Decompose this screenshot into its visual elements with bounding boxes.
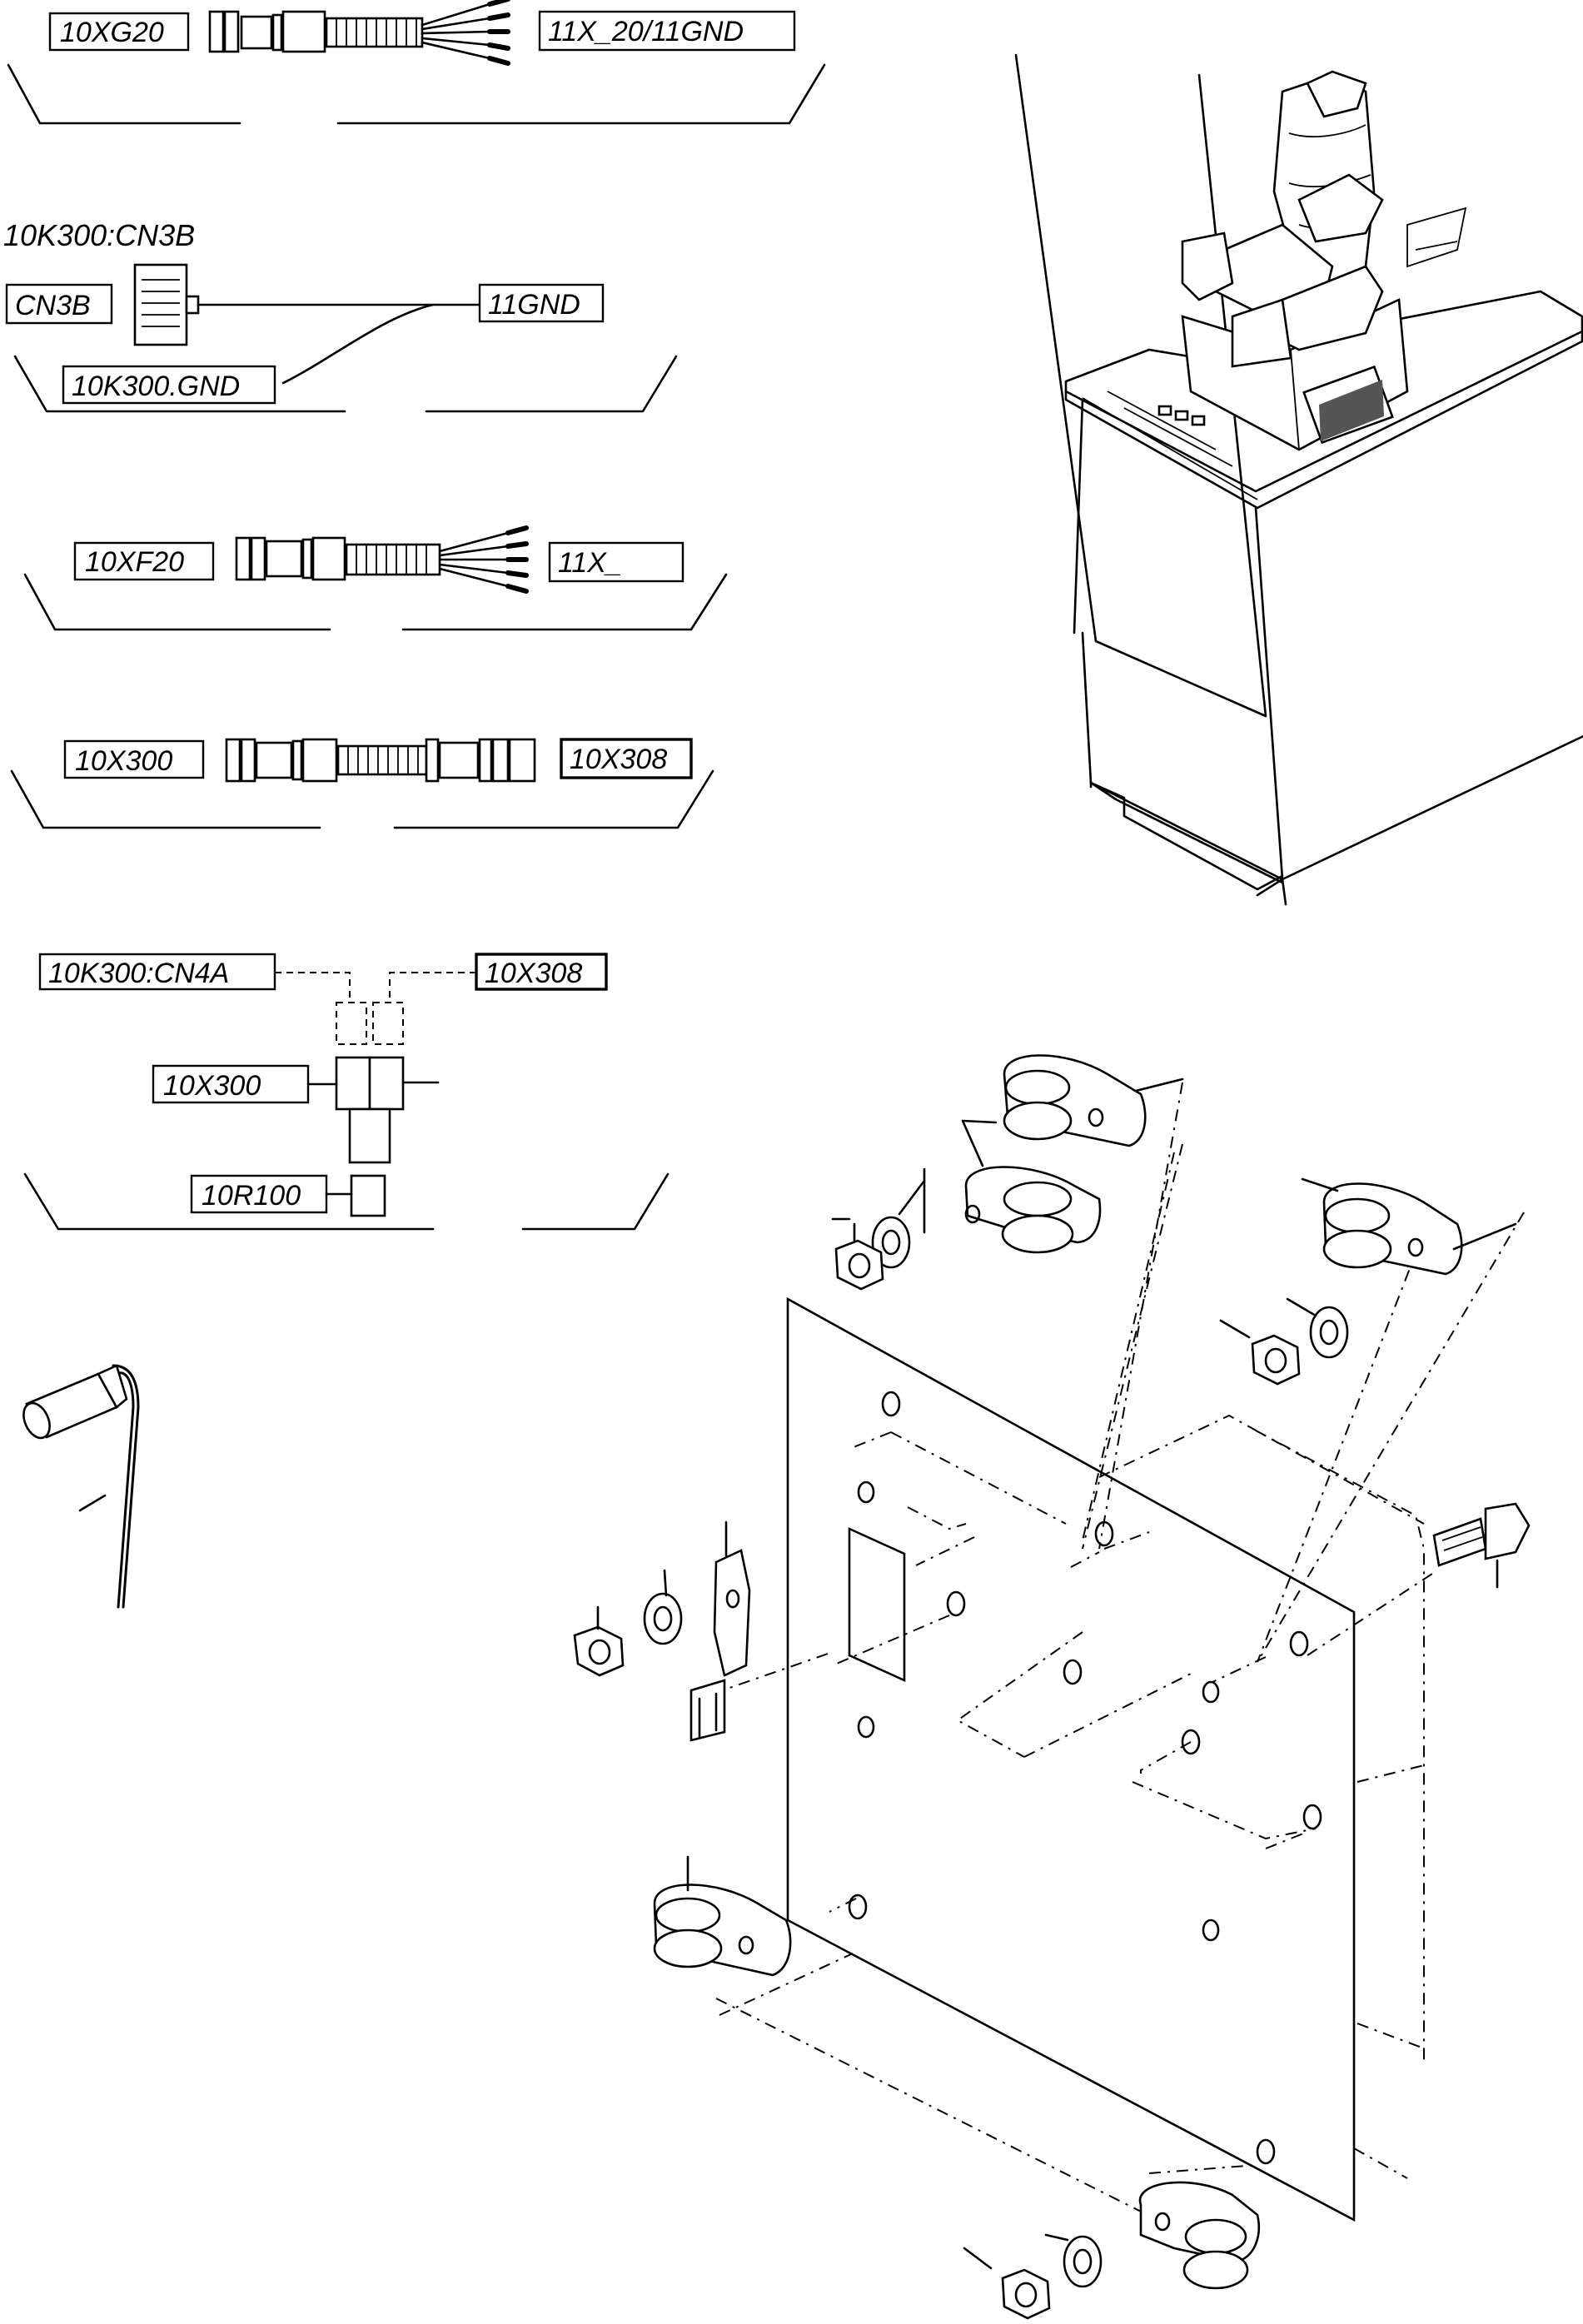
label-box-11x20 bbox=[538, 10, 796, 52]
label-box-10x308-a bbox=[560, 738, 693, 779]
group-bracket bbox=[10, 769, 714, 829]
nut-icon bbox=[834, 1239, 884, 1291]
nut-icon bbox=[1251, 1334, 1301, 1386]
cable-10x300-10x308-icon bbox=[225, 738, 536, 783]
connector-cn3b-icon bbox=[133, 263, 200, 346]
group-bracket bbox=[23, 1172, 670, 1231]
washer-icon bbox=[643, 1592, 683, 1645]
label-box-10k300-cn4a bbox=[38, 953, 276, 991]
connector-10xg20-icon bbox=[208, 0, 510, 66]
label-box-10x300-b bbox=[152, 1064, 310, 1104]
clamp-icon bbox=[653, 1855, 792, 1977]
clamp-icon bbox=[1219, 1177, 1517, 1386]
label-10xf20: 10XF20 bbox=[85, 546, 184, 578]
harness-10xg20: 10XG20 11X_20/11GND bbox=[7, 0, 826, 125]
label-10xg20: 10XG20 bbox=[60, 17, 164, 48]
clamp-icon bbox=[831, 1054, 1184, 1291]
connector-10x300-icon bbox=[335, 1056, 440, 1164]
nut-icon bbox=[573, 1625, 625, 1677]
label-10x308-b: 10X308 bbox=[485, 958, 582, 989]
bolt-icon bbox=[1432, 1502, 1531, 1589]
label-10k300-gnd: 10K300.GND bbox=[72, 371, 240, 402]
group-bracket bbox=[23, 573, 728, 631]
nut-icon bbox=[1001, 2268, 1051, 2320]
mounting-plate-assembly bbox=[573, 1054, 1531, 2320]
label-10k300-cn3b: 10K300:CN3B bbox=[3, 218, 195, 252]
harness-10k300-cn4a: 10K300:CN4A 10X308 10X300 10R100 bbox=[23, 953, 670, 1231]
label-10x300-a: 10X300 bbox=[75, 745, 172, 777]
label-11x: 11X_ bbox=[558, 547, 622, 579]
label-box-10xg20 bbox=[48, 12, 190, 52]
label-box-10xf20 bbox=[73, 541, 215, 581]
label-10x308-a: 10X308 bbox=[570, 744, 667, 775]
group-bracket bbox=[7, 63, 826, 125]
washer-icon bbox=[1309, 1306, 1349, 1359]
connector-10xf20-icon bbox=[235, 525, 529, 594]
label-box-11gnd bbox=[478, 283, 605, 323]
harness-10xf20: 10XF20 11X_ bbox=[23, 525, 728, 631]
label-10x300-b: 10X300 bbox=[163, 1070, 261, 1102]
label-10r100: 10R100 bbox=[202, 1180, 301, 1212]
label-box-11x bbox=[548, 541, 684, 583]
harness-10x300-10x308: 10X300 10X308 bbox=[10, 738, 714, 829]
resistor-10r100-icon bbox=[350, 1174, 386, 1217]
cab-illustration bbox=[1014, 53, 1583, 906]
label-box-10k300gnd bbox=[62, 365, 276, 405]
label-10k300-cn4a: 10K300:CN4A bbox=[48, 958, 229, 989]
clamp-icon bbox=[963, 2181, 1260, 2320]
label-11x20-11gnd: 11X_20/11GND bbox=[548, 16, 744, 47]
label-box-cn3b bbox=[5, 283, 113, 325]
plate-holes bbox=[848, 1391, 1322, 2165]
label-box-10x300-a bbox=[63, 739, 205, 779]
sensor-cable-icon bbox=[22, 1364, 140, 1609]
harness-10k300-cn3b: 10K300:CN3B CN3B 11GND 10K300.GND bbox=[3, 218, 678, 413]
washer-icon bbox=[1063, 2235, 1103, 2288]
mounting-plate bbox=[786, 1296, 1356, 2222]
label-box-10r100 bbox=[190, 1174, 328, 1214]
bracket-icon bbox=[573, 1520, 751, 1742]
label-cn3b: CN3B bbox=[15, 290, 91, 321]
wire-ground bbox=[281, 303, 435, 385]
label-11gnd: 11GND bbox=[488, 289, 580, 321]
group-bracket bbox=[13, 355, 678, 413]
